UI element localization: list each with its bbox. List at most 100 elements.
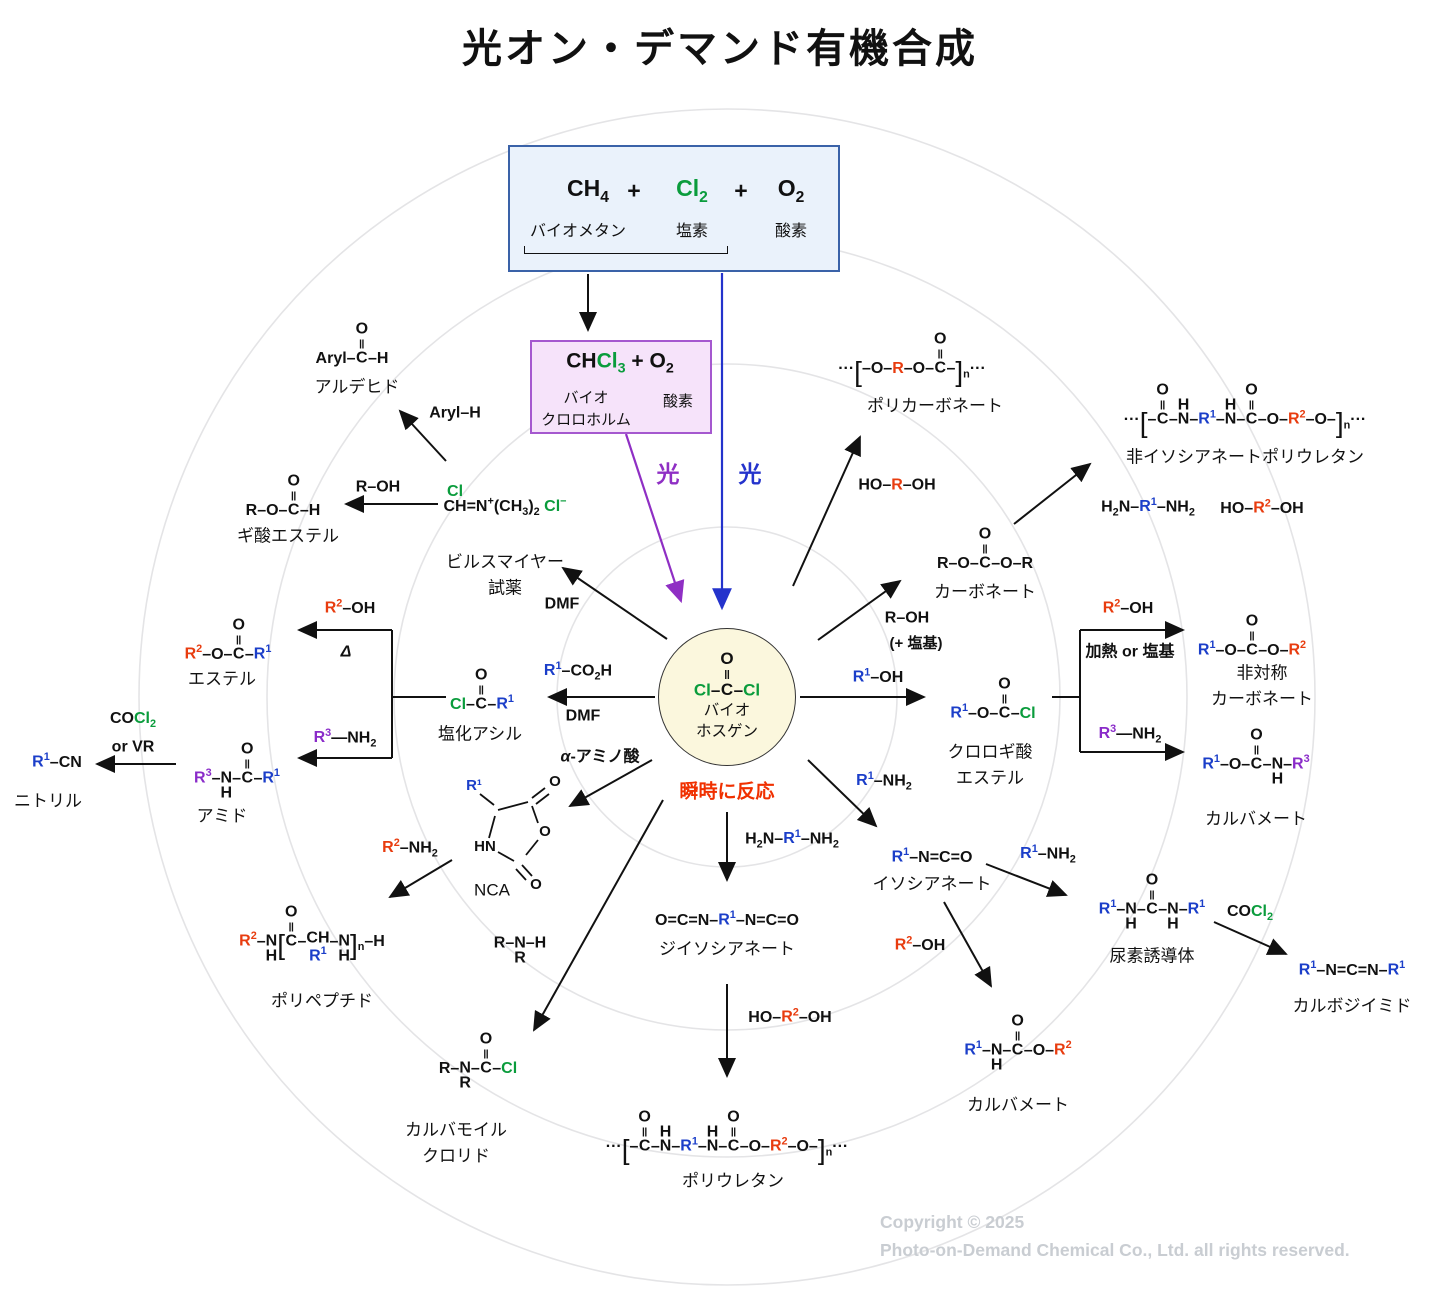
copyright-line2: Photo-on-Demand Chemical Co., Ltd. all r… — [880, 1240, 1350, 1260]
chloroform-label: バイオクロロホルム — [541, 387, 631, 431]
reagent-r-oh-formate: R–OH — [355, 478, 401, 496]
phosgene-circle: Cl–O‖C–Cl バイオ ホスゲン — [658, 628, 796, 766]
nca-o-ring: O — [539, 823, 551, 840]
chloroform-label-line2: クロロホルム — [541, 411, 631, 428]
formate-ester-label: ギ酸エステル — [237, 526, 339, 546]
nca-structure: R¹ O O O HN — [466, 773, 561, 892]
reagent-heat-or-base: 加熱 or 塩基 — [1085, 643, 1175, 661]
polycarbonate-structure: ···[–O–R–O–O‖C–]n··· — [838, 330, 986, 387]
reagent-ho-r2-oh-pu: HO–R2–OH — [748, 1006, 832, 1027]
arrow-isocyanate-to-urea — [985, 863, 1068, 897]
reagent-r3-nh2-amide: R3—NH2 — [313, 727, 377, 750]
junction-chloroformate — [1052, 630, 1081, 752]
reagent-ho-r2-oh-nipu: HO–R2–OH — [1220, 497, 1304, 518]
reagent-aryl-h: Aryl–H — [429, 404, 481, 422]
reagent-alpha-amino-acid: α-アミノ酸 — [560, 748, 640, 766]
arrow-urea-to-carbodiimide — [1213, 921, 1288, 955]
phosgene-name-line2: ホスゲン — [695, 723, 758, 741]
chloroform-formula: CHCl3 + O2 — [566, 349, 674, 377]
feed-underbrace — [524, 246, 728, 254]
nitrile-structure: R1–CN — [32, 751, 82, 771]
reagent-r2-oh-ester: R2–OH — [324, 597, 376, 618]
reagent-dmf-acyl: DMF — [565, 707, 601, 725]
reagent-delta: Δ — [340, 643, 352, 661]
chloroform-box — [530, 340, 712, 434]
nca-r1: R¹ — [466, 777, 482, 794]
nca-o-top: O — [549, 773, 561, 790]
reagent-r2-oh-carbamate: R2–OH — [894, 934, 946, 955]
reagent-r2-nh2: R2–NH2 — [382, 837, 438, 860]
carbamate-right-label: カルバメート — [1205, 809, 1307, 829]
reagent-cocl2-carbodiimide: COCl2 — [1226, 902, 1274, 924]
carbamoyl-chloride-label: カルバモイルクロリド — [405, 1120, 507, 1166]
phosgene-name-line1: バイオ — [703, 701, 751, 719]
reagent-ho-r-oh: HO–R–OH — [858, 476, 936, 494]
reagent-r1-nh2-iso: R1–NH2 — [856, 770, 912, 793]
diisocyanate-structure: O=C=N–R1–N=C=O — [655, 909, 799, 929]
reaction-arrows — [95, 274, 1288, 1078]
arrow-center-to-polycarbonate — [792, 435, 861, 587]
reagent-r1-co2h: R1–CO2H — [543, 660, 613, 683]
feed-label-oxygen: 酸素 — [774, 223, 808, 240]
carbonate-label: カーボネート — [934, 582, 1036, 602]
page-title: 光オン・デマンド有機合成 — [462, 27, 978, 71]
arrow-carbonate-to-nipu — [1013, 462, 1092, 525]
acyl-chloride-structure: Cl–O‖C–R1 — [450, 666, 514, 713]
carbamate-bottom-label: カルバメート — [967, 1095, 1069, 1115]
ester-label: エステル — [188, 669, 256, 689]
feed-plus-2: + — [734, 177, 748, 204]
light-label-blue: 光 — [738, 461, 762, 487]
reagent-r2-oh-asym: R2–OH — [1102, 597, 1154, 618]
feed-box — [508, 145, 840, 272]
feed-o2: O2 — [777, 175, 805, 206]
arrow-nca-to-polypeptide — [388, 859, 453, 899]
arrow-light-purple — [624, 433, 685, 604]
phosgene-structure: Cl–O‖C–Cl — [693, 648, 761, 699]
vilsmeier-label: ビルスマイヤー試薬 — [446, 552, 564, 598]
arrow-vilsmeier-to-aldehyde — [398, 409, 447, 462]
reagent-cocl2-nitrile: COCl2 — [109, 709, 157, 731]
light-label-purple: 光 — [656, 461, 680, 487]
feed-cl2: Cl2 — [676, 175, 708, 206]
nitrile-label: ニトリル — [14, 791, 82, 811]
asym-carbonate-structure: R1–O–O‖C–O–R2 — [1197, 612, 1307, 659]
isocyanate-structure: R1–N=C=O — [891, 846, 973, 866]
carbodiimide-label: カルボジイミド — [1292, 996, 1412, 1016]
arrow-center-to-isocyanate — [807, 759, 878, 828]
reagent-r-oh-carbonate: R–OH — [884, 609, 930, 627]
reagent-plus-base: (+ 塩基) — [889, 635, 943, 652]
amide-label: アミド — [196, 806, 248, 826]
diisocyanate-label: ジイソシアネート — [659, 939, 795, 959]
reagent-r1-nh2-urea: R1–NH2 — [1020, 843, 1076, 866]
feed-plus-1: + — [627, 177, 641, 204]
feed-label-biomethane: バイオメタン — [529, 223, 627, 240]
junction-acyl-chloride — [391, 630, 446, 758]
arrow-isocyanate-to-carbamate — [943, 901, 992, 988]
chloroformate-label: クロロギ酸エステル — [947, 742, 1033, 788]
polycarbonate-label: ポリカーボネート — [867, 396, 1003, 416]
acyl-chloride-label: 塩化アシル — [437, 724, 523, 744]
arrow-center-to-vilsmeier — [561, 566, 668, 640]
feed-label-chlorine: 塩素 — [675, 223, 709, 240]
chloroform-label-line1: バイオ — [563, 389, 609, 407]
formate-ester-structure: R–O–O‖C–H — [245, 472, 321, 519]
reagent-dmf-vilsmeier: DMF — [544, 595, 580, 613]
chloroform-label-oxygen: 酸素 — [662, 392, 694, 410]
copyright-line1: Copyright © 2025 — [880, 1212, 1025, 1232]
nipu-label: 非イソシアネートポリウレタン — [1126, 447, 1364, 467]
urea-label: 尿素誘導体 — [1109, 946, 1195, 966]
reagent-r1-oh: R1–OH — [852, 666, 904, 687]
feed-ch4: CH4 — [567, 175, 609, 206]
